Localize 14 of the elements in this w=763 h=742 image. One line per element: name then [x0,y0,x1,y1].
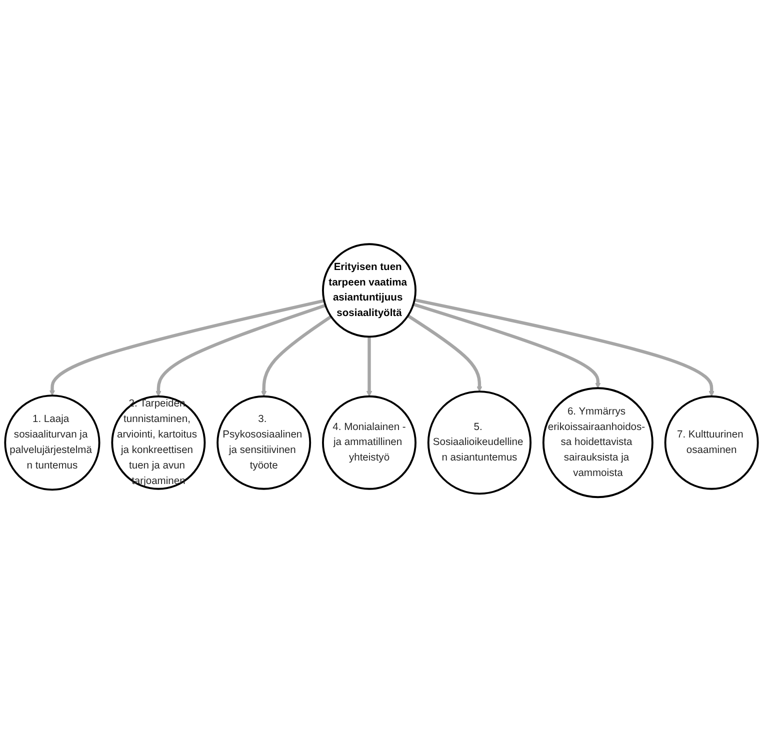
arrow [261,316,332,397]
arrow [156,304,326,397]
node-circle: 6. Ymmärrys erikoissairaanhoidos- sa hoidettavista sairauksista ja vammoista [542,388,654,498]
node-circle: 5. Sosiaalioikeudelline n asiantuntemus [427,390,532,496]
node-circle: 3. Psykososiaalinen ja sensitiivinen työote [216,396,312,490]
arrow [407,314,482,392]
arrow [49,299,324,396]
node-circle: 1. Laaja sosiaaliturvan ja palvelujärjestelmä n tuntemus [4,394,100,492]
arrow [412,303,601,389]
node-circle: Erityisen tuen tarpeen vaatima asiantuntijuus sosiaalityöltä [322,244,416,338]
node-circle: 4. Monialainen -ja ammatillinen yhteistyö [322,396,416,490]
arrow [366,337,372,397]
arrow [414,298,714,397]
node-circle: 7. Kulttuurinen osaaminen [664,396,759,490]
